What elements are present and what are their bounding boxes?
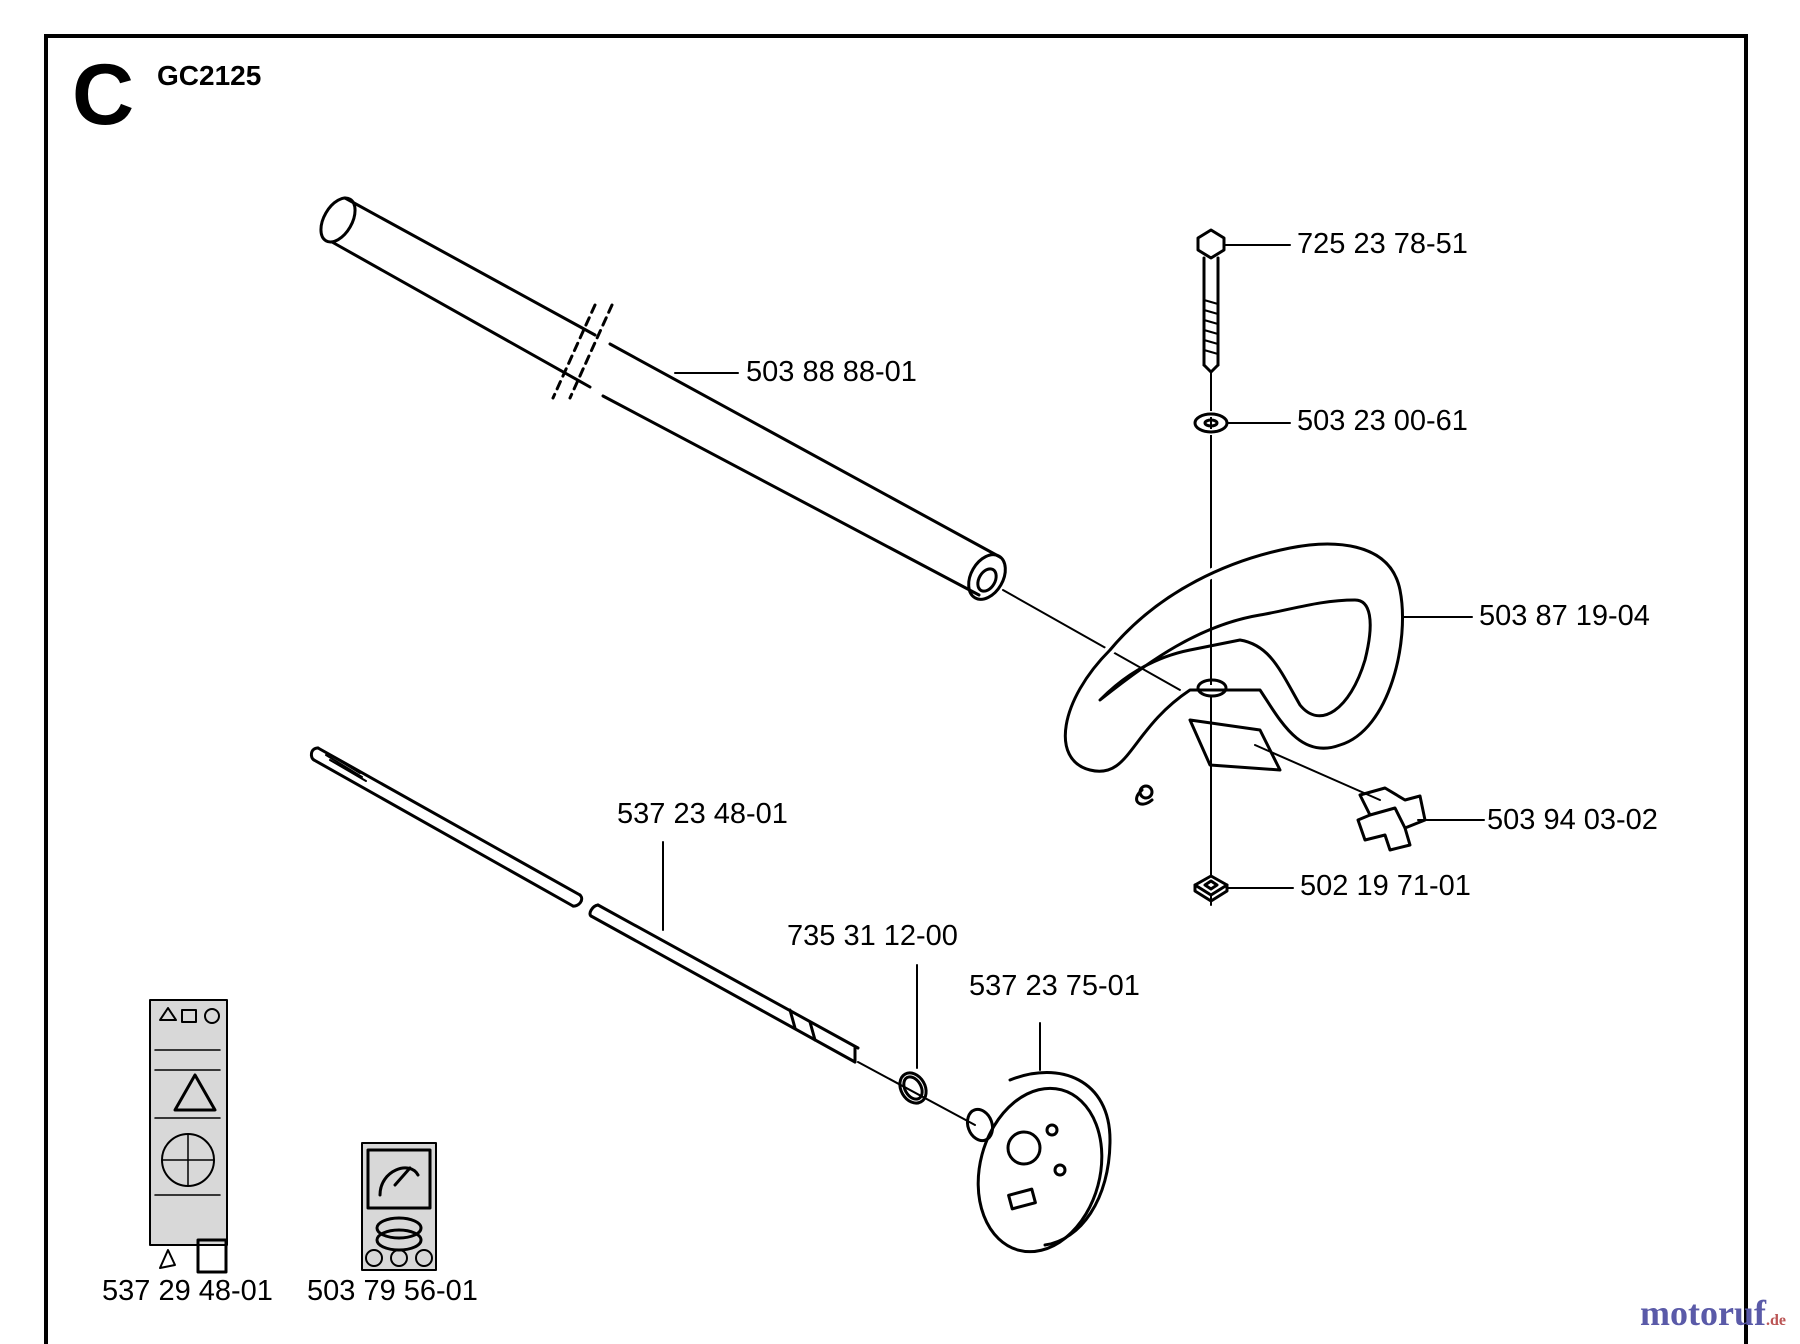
shaft-axis-line — [857, 1061, 976, 1126]
section-letter: C — [72, 47, 135, 143]
decal-large-part — [149, 999, 228, 1274]
part-number-clip: 503 94 03-02 — [1487, 804, 1658, 836]
tube-part — [319, 196, 1007, 601]
watermark-tld: .de — [1765, 1312, 1786, 1329]
part-number-decal-large: 537 29 48-01 — [102, 1275, 273, 1307]
watermark-logo: motoruf.de — [1640, 1292, 1786, 1334]
diagram-frame — [44, 34, 1748, 1344]
drive-shaft-part — [309, 746, 860, 1064]
handle-part — [1060, 539, 1408, 806]
clip-part — [1356, 786, 1427, 852]
part-number-drum: 537 23 75-01 — [969, 970, 1140, 1002]
part-number-bolt: 725 23 78-51 — [1297, 228, 1468, 260]
model-label: GC2125 — [157, 60, 262, 91]
drum-part — [965, 1071, 1112, 1254]
part-number-tube: 503 88 88-01 — [746, 356, 917, 388]
clip-center-line — [1254, 744, 1381, 801]
o-ring-part — [898, 1071, 928, 1105]
part-number-washer: 503 23 00-61 — [1297, 405, 1468, 437]
part-number-nut: 502 19 71-01 — [1300, 870, 1471, 902]
bolt-part — [1196, 228, 1226, 374]
part-number-o-ring: 735 31 12-00 — [787, 920, 958, 952]
leader-lines — [662, 244, 1485, 1071]
part-number-drive-shaft: 537 23 48-01 — [617, 798, 788, 830]
watermark-name: motoruf — [1640, 1293, 1766, 1333]
tube-center-line — [1002, 589, 1181, 691]
part-number-decal-small: 503 79 56-01 — [307, 1275, 478, 1307]
part-number-handle: 503 87 19-04 — [1479, 600, 1650, 632]
decal-small-part — [361, 1142, 437, 1271]
